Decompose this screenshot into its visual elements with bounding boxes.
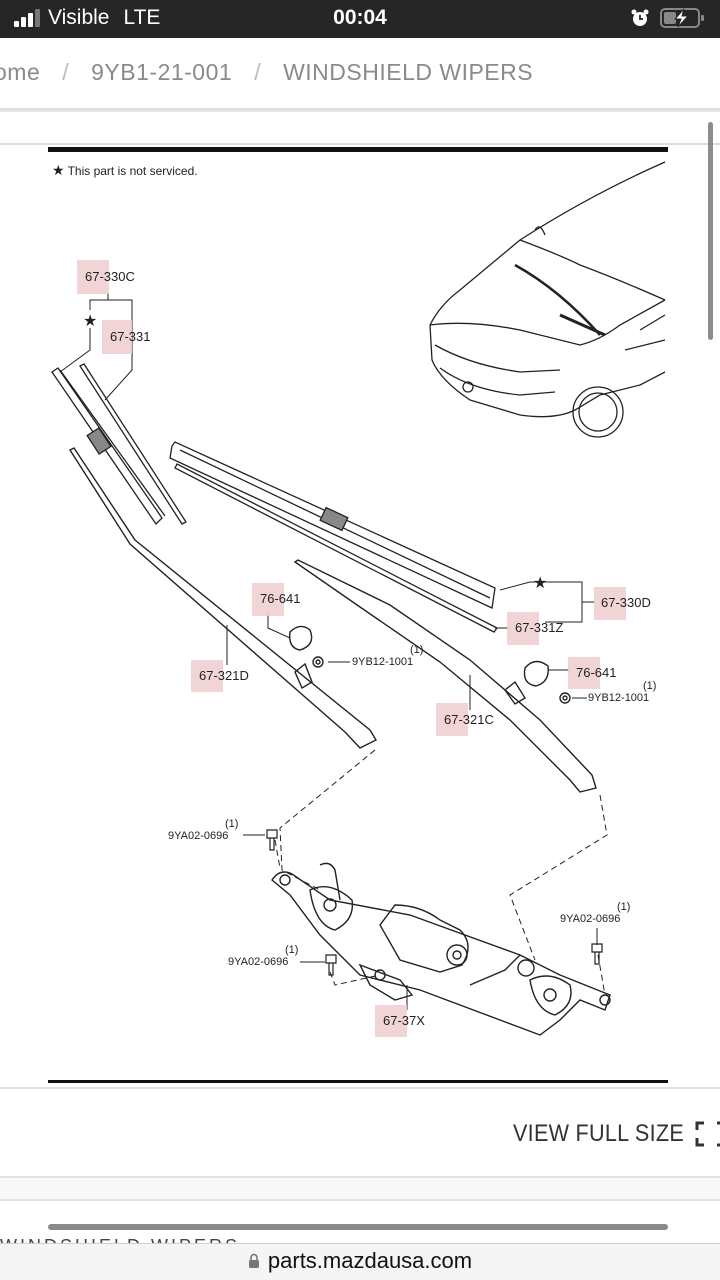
- wiper-arms: [68, 447, 597, 793]
- assembly-dashed-lines: [274, 749, 608, 996]
- status-bar: Visible LTE 00:04: [0, 0, 720, 38]
- divider: [0, 1199, 720, 1201]
- breadcrumb-current: WINDSHIELD WIPERS: [283, 58, 534, 85]
- wiper-linkage-67-37X: [271, 862, 611, 1036]
- part-67-331[interactable]: 67-331: [110, 329, 151, 344]
- breadcrumb-home[interactable]: ome: [0, 58, 41, 85]
- browser-url-bar[interactable]: parts.mazdausa.com: [0, 1243, 720, 1280]
- highlight-67-37X: [375, 1005, 407, 1037]
- part-9YB12-1001-left[interactable]: 9YB12-1001: [352, 656, 414, 668]
- highlight-67-331Z: [507, 612, 539, 645]
- highlight-76-641-left: [252, 583, 284, 616]
- url-text: parts.mazdausa.com: [267, 1248, 473, 1273]
- lock-icon: [248, 1253, 259, 1268]
- quantity-label: (1): [285, 944, 299, 956]
- part-67-331Z[interactable]: 67-331Z: [515, 620, 564, 635]
- highlight-76-641-right: [568, 657, 600, 689]
- highlight-67-331: [102, 320, 132, 354]
- diagram-top-border: [48, 147, 668, 152]
- part-76-641-right[interactable]: 76-641: [576, 665, 617, 680]
- divider: [0, 1176, 720, 1178]
- star-icon: ★: [533, 575, 548, 592]
- leader-lines: [59, 293, 598, 1010]
- part-9YA02-0696-right[interactable]: 9YA02-0696: [560, 913, 621, 925]
- battery-charging-icon: [660, 8, 704, 28]
- part-67-330C[interactable]: 67-330C: [85, 269, 135, 284]
- part-9YA02-0696-top[interactable]: 9YA02-0696: [168, 830, 229, 842]
- bolts: [266, 829, 603, 976]
- view-full-size-button[interactable]: VIEW FULL SIZE: [494, 1120, 720, 1148]
- alarm-icon: [631, 9, 649, 26]
- status-left: Visible LTE: [14, 6, 160, 30]
- highlight-67-321C: [436, 703, 468, 736]
- signal-icon: [14, 9, 40, 27]
- divider: [0, 143, 720, 145]
- clock: 00:04: [333, 6, 387, 29]
- quantity-label: (1): [643, 680, 657, 692]
- carrier-name: Visible: [48, 6, 110, 29]
- part-67-37X[interactable]: 67-37X: [383, 1013, 425, 1028]
- horizontal-scrollbar[interactable]: [48, 1224, 668, 1230]
- star-icon: ★: [52, 162, 65, 178]
- quantity-label: (1): [617, 901, 631, 913]
- quantity-label: (1): [410, 644, 424, 656]
- breadcrumb: ome / 9YB1-21-001 / WINDSHIELD WIPERS: [0, 52, 533, 92]
- vertical-scrollbar[interactable]: [708, 122, 713, 340]
- quantity-label: (1): [225, 818, 239, 830]
- section-title-clipped: WINDSHIELD WIPERS: [0, 1236, 240, 1243]
- expand-icon: [695, 1121, 720, 1147]
- breadcrumb-separator: /: [254, 58, 262, 85]
- part-67-330D[interactable]: 67-330D: [601, 595, 651, 610]
- view-full-size-label: VIEW FULL SIZE: [512, 1120, 684, 1147]
- part-76-641-left[interactable]: 76-641: [260, 591, 301, 606]
- parts-diagram[interactable]: [0, 0, 720, 1090]
- status-right: [630, 7, 706, 29]
- diagram-bottom-border: [48, 1080, 668, 1083]
- part-9YA02-0696-mid[interactable]: 9YA02-0696: [228, 956, 289, 968]
- part-67-321C[interactable]: 67-321C: [444, 712, 494, 727]
- network-type: LTE: [123, 6, 161, 29]
- note-text: This part is not serviced.: [67, 164, 198, 178]
- star-icon: ★: [83, 313, 98, 330]
- breadcrumb-category[interactable]: 9YB1-21-001: [91, 58, 233, 85]
- not-serviced-note: ★This part is not serviced.: [52, 162, 198, 179]
- part-67-321D[interactable]: 67-321D: [199, 668, 249, 683]
- highlight-67-330D: [594, 587, 626, 620]
- breadcrumb-separator: /: [62, 58, 70, 85]
- part-9YB12-1001-right[interactable]: 9YB12-1001: [588, 692, 650, 704]
- divider: [0, 1087, 720, 1089]
- section-band: [0, 1178, 720, 1200]
- divider: [0, 108, 720, 112]
- highlight-67-321D: [191, 660, 223, 692]
- highlight-67-330C: [77, 260, 109, 294]
- car-illustration: [429, 161, 666, 438]
